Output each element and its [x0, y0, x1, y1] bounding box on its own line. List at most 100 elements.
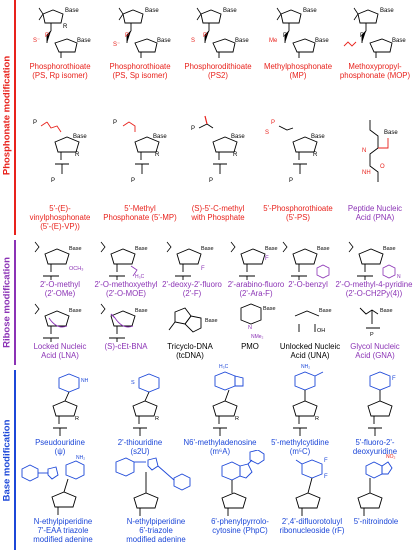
- svg-text:OH: OH: [317, 328, 325, 334]
- svg-text:R: R: [313, 152, 318, 158]
- svg-text:Base: Base: [65, 8, 79, 14]
- phpc-cell: 6'-phenylpyrrolo-cytosine (PhpC): [200, 450, 280, 535]
- moe-cell: Base H₃C 2'-O-methoxyethyl(2'-O-MOE): [86, 238, 166, 298]
- svg-text:H₃C: H₃C: [219, 364, 229, 370]
- s-cmethyl-structure: P Base R P: [191, 115, 245, 184]
- f2-structure: Base F: [166, 241, 214, 280]
- svg-text:Base: Base: [135, 308, 148, 314]
- phosphonate-band: [0, 0, 14, 235]
- pseudouridine-cell: NH R Pseudouridine(ψ): [20, 372, 100, 456]
- svg-text:R: R: [315, 416, 319, 422]
- svg-text:P: P: [125, 33, 129, 39]
- m5c-cell: NH₂ R 5'-methylcytidine(m⁵C): [260, 360, 340, 456]
- moe-caption: 2'-O-methoxyethyl(2'-O-MOE): [94, 280, 158, 298]
- ome-structure: Base OCH₃: [34, 241, 83, 280]
- tcdna-structure: Base: [168, 307, 218, 333]
- una-structure: Base OH: [294, 308, 332, 334]
- svg-text:P: P: [203, 33, 207, 39]
- s2u-caption: 2'-thiouridine(s2U): [117, 438, 163, 456]
- svg-text:P: P: [209, 178, 213, 184]
- eaa-structure: NH₂: [21, 455, 85, 515]
- araf-cell: Base F 2'-arabino-fluoro(2'-Ara-F): [216, 238, 296, 298]
- svg-text:NH₂: NH₂: [76, 455, 85, 461]
- ribose-band-line: [14, 240, 16, 365]
- svg-text:Base: Base: [235, 38, 249, 44]
- lna-structure: Base: [34, 303, 82, 342]
- svg-text:P: P: [360, 33, 364, 39]
- svg-text:P: P: [191, 126, 195, 132]
- svg-text:R: R: [155, 416, 159, 422]
- svg-text:N: N: [248, 325, 252, 331]
- moe-structure: Base H₃C: [100, 241, 148, 280]
- m5c-structure: NH₂ R: [292, 364, 324, 436]
- ps-rp-structure: Base Base P S⁻ R: [33, 7, 91, 59]
- m6a-cell: H₃C R N6'-methyladenosine(m⁶A): [180, 360, 260, 456]
- svg-text:P: P: [51, 178, 55, 184]
- vp-cell: P Base R P 5'-(E)-vinylphosphonate(5'-(E…: [20, 112, 100, 231]
- ps-rp-caption: Phosphorothioate(PS, Rp isomer): [29, 62, 91, 80]
- svg-text:N: N: [397, 274, 401, 280]
- svg-text:P: P: [271, 120, 275, 126]
- svg-text:F: F: [201, 266, 205, 272]
- ps2-caption: Phosphorodithioate(PS2): [184, 62, 252, 80]
- svg-text:NH: NH: [81, 378, 89, 384]
- phosphonate-section-label: Phosphonate modification: [1, 55, 13, 176]
- m6a-caption: N6'-methyladenosine(m⁶A): [183, 438, 257, 456]
- svg-text:S: S: [131, 380, 135, 386]
- svg-text:S: S: [191, 38, 195, 44]
- svg-text:Base: Base: [153, 134, 167, 140]
- nitroindole-cell: NO₂ 5'-nitroindole: [336, 450, 416, 526]
- svg-text:Base: Base: [69, 246, 82, 252]
- araf-caption: 2'-arabino-fluoro(2'-Ara-F): [227, 280, 285, 298]
- svg-text:O: O: [380, 164, 385, 170]
- benzyl-cell: Base 2'-O-benzyl: [268, 238, 348, 289]
- svg-text:R: R: [235, 416, 239, 422]
- benzyl-structure: Base: [282, 241, 330, 280]
- rf-structure: F F: [295, 458, 328, 516]
- vp-structure: P Base R P: [33, 120, 87, 184]
- svg-text:Base: Base: [303, 8, 317, 14]
- ps-rp-cell: Base Base P S⁻ R Phosphorothioate(PS, Rp…: [20, 2, 100, 80]
- svg-text:Base: Base: [135, 246, 148, 252]
- svg-text:Base: Base: [317, 246, 330, 252]
- base-band-line: [14, 370, 16, 550]
- phpc-structure: [221, 450, 265, 516]
- ch2py-structure: Base N: [348, 241, 401, 280]
- s2u-cell: S R 2'-thiouridine(s2U): [100, 372, 180, 456]
- pna-structure: Base N NH O: [362, 120, 398, 182]
- ome-caption: 2'-O-methyl(2'-OMe): [39, 280, 81, 298]
- pseudouridine-structure: NH R: [52, 373, 89, 436]
- ps-sp-caption: Phosphorothioate(PS, Sp isomer): [109, 62, 171, 80]
- fdu-caption: 5'-fluoro-2'-deoxyuridine: [352, 438, 398, 456]
- svg-text:Base: Base: [311, 134, 325, 140]
- svg-text:Base: Base: [392, 38, 406, 44]
- svg-text:Base: Base: [145, 8, 159, 14]
- f2-caption: 2'-deoxy-2'-fluoro(2'-F): [162, 280, 222, 298]
- svg-text:Base: Base: [73, 134, 87, 140]
- vp-caption: 5'-(E)-vinylphosphonate(5'-(E)-VP)): [29, 204, 91, 231]
- svg-text:R: R: [233, 152, 238, 158]
- svg-text:H₃C: H₃C: [135, 274, 145, 280]
- svg-text:NMe₂: NMe₂: [251, 334, 264, 340]
- pmo-caption: PMO: [241, 342, 259, 351]
- pseudouridine-caption: Pseudouridine(ψ): [35, 438, 85, 456]
- svg-text:Base: Base: [205, 318, 218, 324]
- ps5-cell: P S Base R P 5'-Phosphorothioate(5'-PS): [258, 112, 338, 222]
- svg-text:Me: Me: [269, 38, 278, 44]
- pmo-cell: Base N NMe₂ PMO: [210, 300, 290, 351]
- svg-text:F: F: [392, 376, 396, 382]
- ch2py-cell: Base N 2'-O-methyl-4-pyridine(2'-O-CH2Py…: [332, 238, 416, 298]
- svg-text:Base: Base: [380, 308, 393, 314]
- svg-text:Base: Base: [69, 308, 82, 314]
- svg-text:OCH₃: OCH₃: [69, 266, 83, 272]
- ps2-structure: Base Base P S: [191, 7, 249, 59]
- m6a-structure: H₃C R: [212, 364, 244, 436]
- ch2py-caption: 2'-O-methyl-4-pyridine(2'-O-CH2Py(4)): [335, 280, 413, 298]
- ome-cell: Base OCH₃ 2'-O-methyl(2'-OMe): [20, 238, 100, 298]
